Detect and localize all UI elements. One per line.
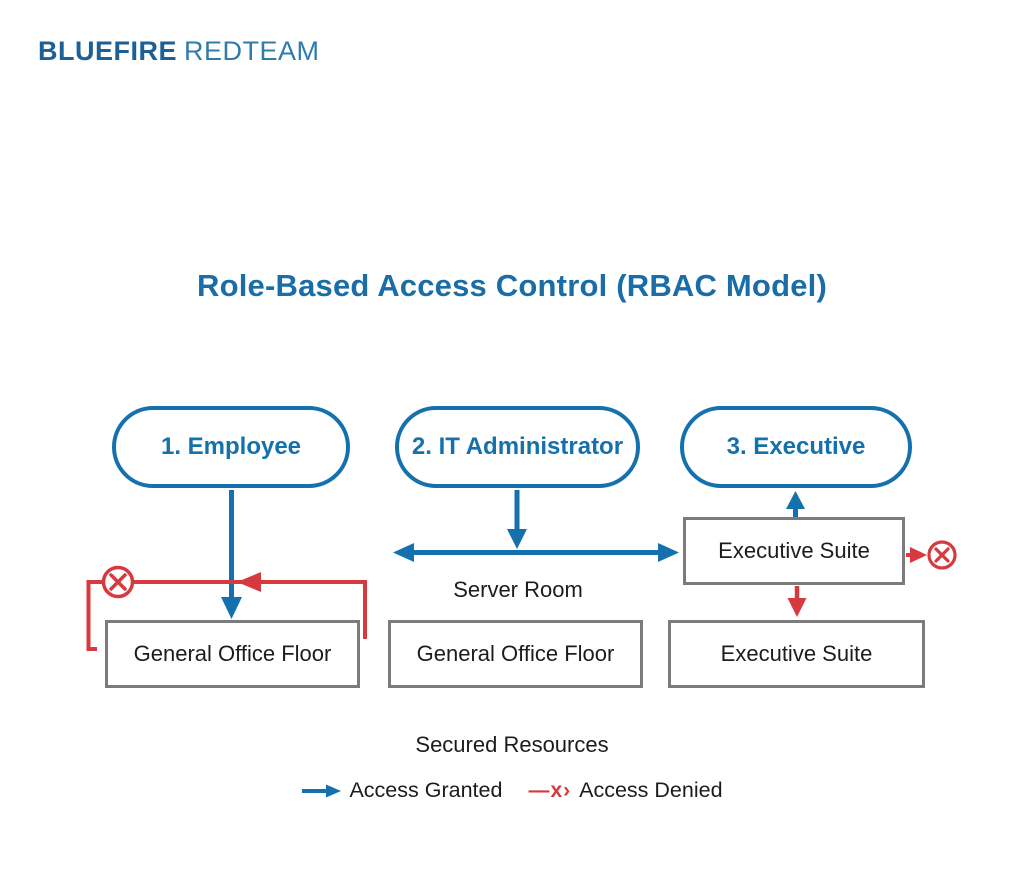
resource-label: Executive Suite: [720, 641, 873, 666]
role-node-employee: 1. Employee: [112, 406, 350, 488]
resource-label: General Office Floor: [133, 641, 332, 666]
server-room-label: Server Room: [453, 577, 583, 602]
legend-access-denied: —x› Access Denied: [528, 778, 722, 803]
resource-box-general-office-floor-left: General Office Floor: [105, 620, 360, 688]
legend-denied-label: Access Denied: [579, 778, 723, 802]
role-node-executive: 3. Executive: [680, 406, 912, 488]
access-denied-symbol-icon: —x›: [528, 778, 572, 802]
resource-box-general-office-floor-middle: General Office Floor: [388, 620, 643, 688]
access-granted-arrow-icon: [302, 784, 342, 797]
brand-name-primary: BLUEFIRE: [38, 36, 177, 66]
arrow-executive-suite-denied-right: [906, 540, 957, 570]
arrow-executive-suite-down-red: [787, 586, 807, 617]
diagram-title: Role-Based Access Control (RBAC Model): [197, 268, 827, 303]
resource-label: General Office Floor: [416, 641, 615, 666]
secured-resources-label: Secured Resources: [415, 732, 609, 757]
legend: Access Granted —x› Access Denied: [0, 778, 1024, 803]
role-label: 2. IT Administrator: [411, 433, 624, 460]
role-label: 3. Executive: [726, 433, 866, 460]
legend-granted-label: Access Granted: [349, 778, 503, 802]
legend-access-granted: Access Granted: [301, 778, 502, 803]
arrow-admin-horizontal-double: [393, 543, 679, 562]
arrow-admin-down-granted: [507, 490, 527, 549]
brand-name-secondary: REDTEAM: [184, 36, 320, 66]
role-label: 1. Employee: [160, 433, 302, 460]
arrow-employee-to-office-granted: [221, 490, 242, 619]
resource-box-executive-suite-lower: Executive Suite: [668, 620, 925, 688]
arrow-executive-suite-to-executive-granted: [786, 491, 805, 517]
resource-box-executive-suite-upper: Executive Suite: [683, 517, 905, 585]
resource-label: Executive Suite: [718, 538, 870, 563]
role-node-it-administrator: 2. IT Administrator: [395, 406, 640, 488]
